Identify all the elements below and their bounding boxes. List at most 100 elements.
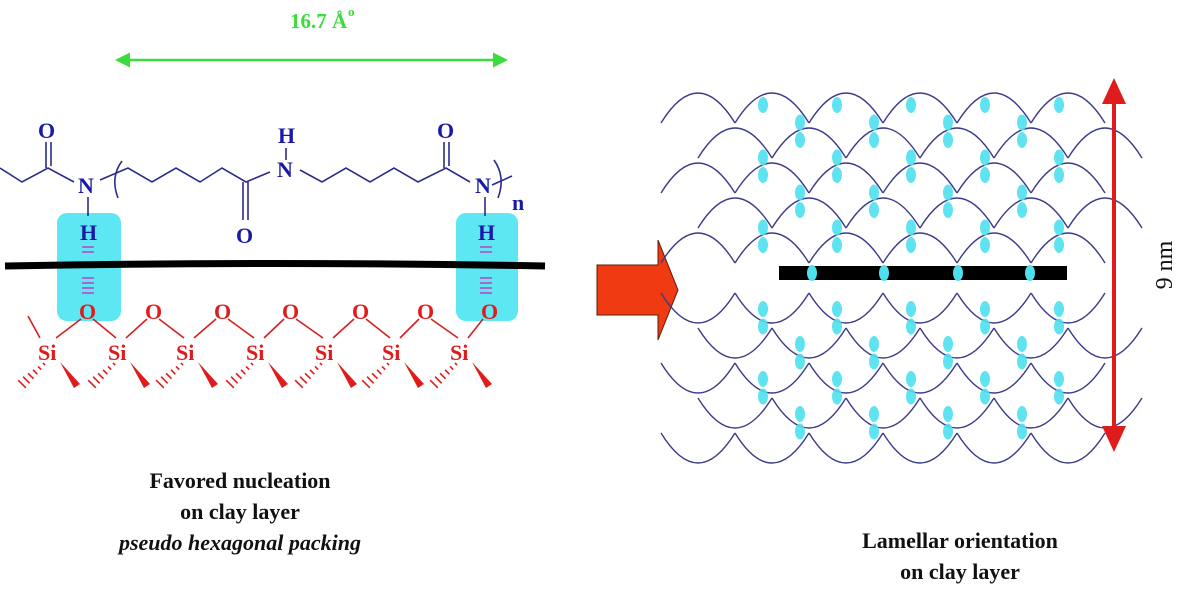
atom-si: Si [246,340,264,365]
lattice-node [1017,114,1027,131]
lattice-arc [771,197,847,229]
lattice-arc [882,232,958,264]
si-o-bond [263,318,285,339]
lattice-node [906,237,916,253]
hashed-wedge-bond [454,362,458,366]
atom-o-right: O [437,118,454,143]
lattice-node [1054,371,1064,387]
lattice-node [879,265,889,281]
atom-n-left: N [78,173,94,198]
lattice-node [943,184,953,201]
hashed-wedge-bond [225,379,235,389]
lattice-arc [1030,362,1106,394]
hashed-wedge-bond [240,369,246,375]
si-o-bond [27,315,41,339]
lattice-node [906,97,916,113]
lattice-arc [993,197,1069,229]
lattice-node [1017,336,1027,352]
lattice-arc [808,432,884,464]
solid-wedge-bond [130,362,150,388]
lattice-arc [697,397,773,429]
lattice-node [832,388,842,405]
lattice-node [869,406,879,422]
lattice-node [1017,132,1027,148]
hashed-wedge-bond [32,369,38,375]
lattice-node [832,167,842,183]
lattice-node [832,97,842,113]
lattice-arc [1030,432,1106,464]
hashed-wedge-bond [107,365,112,371]
lattice-arc [1030,232,1106,264]
lattice-arc [1030,162,1106,194]
lattice-arc [660,232,736,264]
lattice-node [943,423,953,440]
left-caption-line1: Favored nucleation [149,468,331,493]
lattice-node [832,301,842,317]
lattice-node [980,237,990,253]
o-si-bond [295,318,324,339]
height-label: 9 nm [1152,240,1178,289]
lattice-node [980,371,990,387]
lattice-node [869,336,879,352]
hashed-wedge-bond [361,379,371,389]
hashed-wedge-bond [309,369,315,375]
lattice-arc [845,197,921,229]
lattice-arc [993,127,1069,159]
lattice-node [943,202,953,218]
lattice-node [795,132,805,148]
lattice-arc [882,292,958,324]
lattice-node [906,388,916,405]
atom-n-right: N [475,173,491,198]
lattice-arc [845,397,921,429]
lattice-node [906,301,916,317]
si-o-bond [193,318,217,339]
si-o-bond [125,318,148,339]
lattice-node [869,423,879,440]
hashed-wedge-bond [42,362,46,366]
atom-h-left: H [80,220,97,245]
solid-wedge-bond [337,362,357,388]
lattice-arc [882,162,958,194]
o-si-bond [92,318,117,339]
lattice-node [1025,265,1035,281]
lattice-node [869,202,879,218]
hashed-wedge-bond [17,379,27,389]
lattice-node [1017,202,1027,218]
lattice-node [795,353,805,370]
o-si-bond [365,318,391,339]
clay-bar-nodes [807,265,1035,281]
lattice-arc [919,127,995,159]
lattice-arc [1067,397,1143,429]
lattice-arc [1030,292,1106,324]
lattice-node [832,149,842,166]
atom-si: Si [315,340,333,365]
o-si-bond [227,318,255,339]
lattice-node [795,406,805,422]
hashed-wedge-bond [314,365,319,371]
hashed-wedge-bond [250,362,254,366]
lattice-node [980,167,990,183]
lattice-arc [993,327,1069,359]
lattice-arc [808,362,884,394]
lattice-node [832,219,842,236]
lattice-arc [697,197,773,229]
lattice-arc [734,432,810,464]
solid-wedge-bond [404,362,424,388]
lattice-node [906,219,916,236]
atom-si: Si [108,340,126,365]
lattice-node [1054,237,1064,253]
lattice-node [795,114,805,131]
right-arrow-icon [596,239,679,341]
lattice-node [1017,184,1027,201]
atom-o-left: O [38,118,55,143]
lattice-node [980,149,990,166]
hashed-wedge-bond [180,362,184,366]
lamellar-lattice [660,92,1143,464]
lattice-arc [993,397,1069,429]
hashed-wedge-bond [112,362,116,366]
lattice-node [953,265,963,281]
lattice-arc [771,127,847,159]
atom-o: O [417,299,434,324]
hashed-wedge-bond [434,376,443,384]
